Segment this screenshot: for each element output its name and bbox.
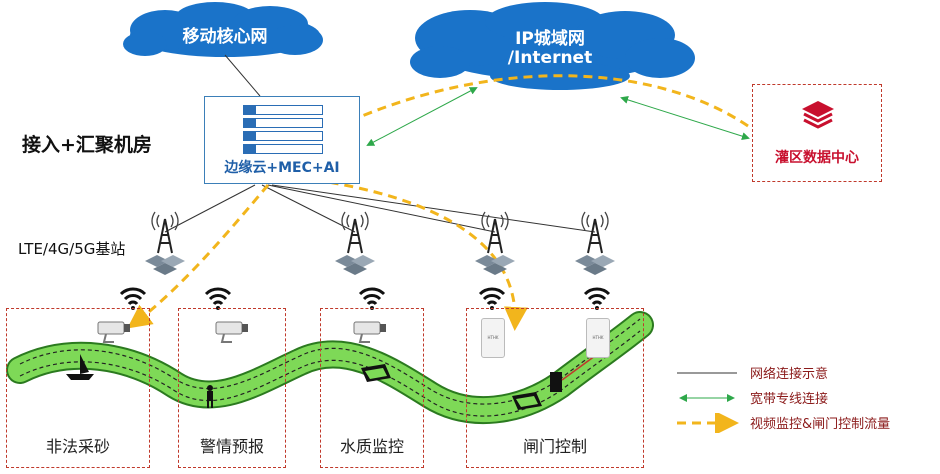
zone-label: 非法采砂	[45, 437, 110, 456]
data-center-box: 灌区数据中心	[752, 84, 882, 182]
zone-label: 警情预报	[199, 437, 264, 456]
boat-icon	[66, 354, 94, 380]
data-center-label: 灌区数据中心	[775, 150, 859, 166]
zone-alert-forecast: 警情预报	[178, 308, 286, 468]
ip-metro-cloud-label-1: IP城域网	[515, 29, 585, 49]
mobile-core-cloud	[123, 2, 323, 57]
gate-terminal-icon: HTHK	[586, 318, 610, 358]
flow-edge-to-camera	[127, 184, 270, 329]
legend-label: 宽带专线连接	[750, 392, 829, 407]
wifi-icon	[478, 287, 506, 310]
legend-yellow-dashed	[677, 413, 739, 433]
zone-label: 闸门控制	[522, 437, 587, 456]
gate-controller-icon	[550, 372, 562, 392]
base-station-tower-1	[145, 211, 185, 275]
flow-edge-to-gate	[284, 174, 528, 331]
legend-green-arrow	[679, 394, 735, 402]
water-sensor-icon	[361, 364, 391, 382]
mobile-core-cloud-label: 移动核心网	[182, 27, 268, 47]
water-sensor-icon	[512, 392, 542, 410]
legend-dedicated: 宽带专线连接	[675, 388, 940, 408]
zone-illegal-sand-mining: 非法采砂	[6, 308, 150, 468]
legend-label: 视频监控&闸门控制流量	[750, 417, 891, 432]
legend-solid-line	[677, 372, 737, 374]
wifi-icon	[204, 287, 232, 310]
camera-icon	[97, 321, 130, 343]
gate-terminal-text: HTHK	[487, 335, 499, 340]
gate-terminal-icon: HTHK	[481, 318, 505, 358]
access-room-title: 接入+汇聚机房	[22, 134, 152, 156]
layers-icon	[802, 101, 834, 129]
legend-label: 网络连接示意	[750, 367, 829, 382]
base-station-tower-4	[575, 211, 615, 275]
base-station-tower-2	[335, 211, 375, 275]
edge-cloud-label: 边缘云+MEC+AI	[224, 160, 340, 176]
dedicated-line-core-ip	[366, 87, 478, 146]
flow-dc-to-edge	[314, 74, 749, 138]
wifi-icon	[358, 287, 386, 310]
camera-icon	[215, 321, 248, 343]
ip-metro-cloud-label-2: /Internet	[507, 48, 593, 68]
wifi-icon	[583, 287, 611, 310]
zone-label: 水质监控	[339, 437, 404, 456]
person-icon	[207, 385, 213, 408]
wifi-icon	[119, 287, 147, 310]
legend-flow: 视频监控&闸门控制流量	[675, 413, 940, 433]
server-rack-icon	[243, 105, 323, 154]
gate-terminal-text: HTHK	[592, 335, 604, 340]
zone-gate-control: 闸门控制	[466, 308, 644, 468]
camera-icon	[353, 321, 386, 343]
base-station-label: LTE/4G/5G基站	[18, 240, 126, 258]
zone-water-quality: 水质监控	[320, 308, 424, 468]
edge-cloud-box: 边缘云+MEC+AI	[204, 96, 360, 184]
base-station-tower-3	[475, 211, 515, 275]
dedicated-line-ip-dc	[620, 96, 750, 140]
legend-network: 网络连接示意	[675, 363, 940, 383]
network-lines	[164, 54, 596, 233]
